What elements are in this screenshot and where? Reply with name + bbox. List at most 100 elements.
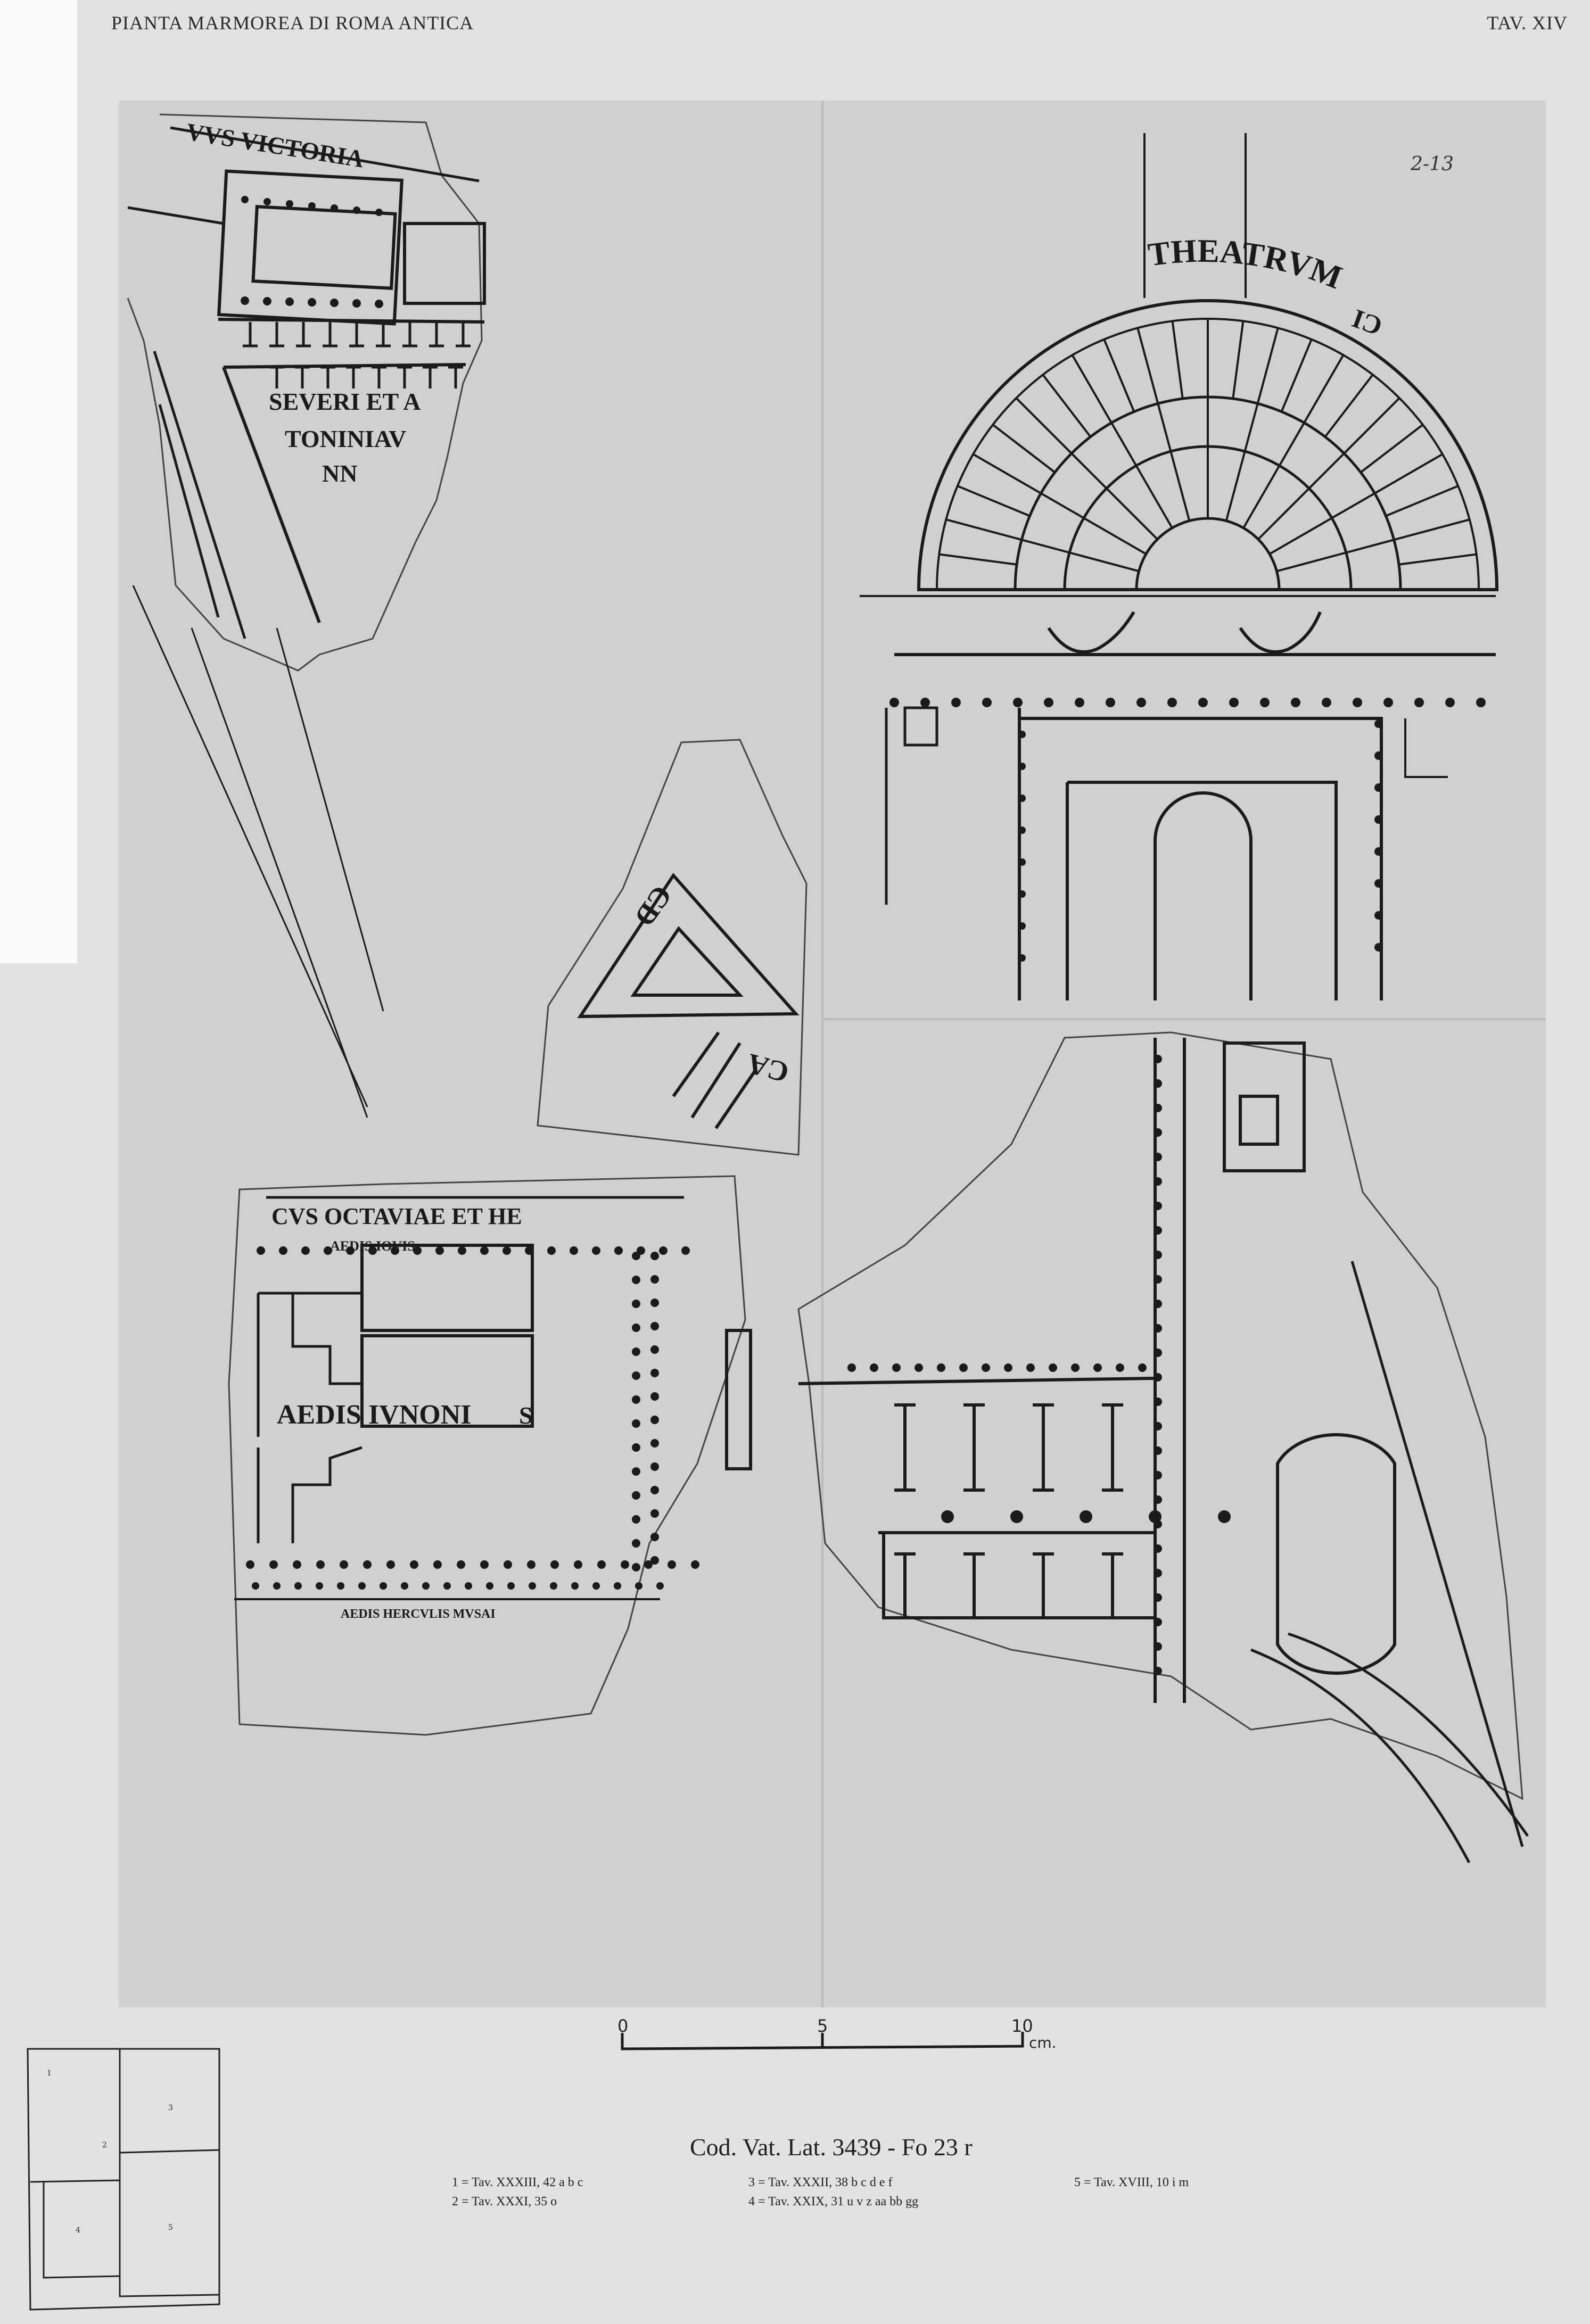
column-dot (847, 1363, 856, 1372)
fragment-temples: CVS OCTAVIAE ET HE AEDIS IOVIS AEDIS IVN… (228, 1175, 752, 1736)
column-dot (650, 1462, 659, 1471)
cavea-radial (1083, 517, 1147, 555)
column-dot (353, 206, 360, 214)
column-dot (1136, 698, 1146, 707)
cavea-radial (1071, 354, 1138, 467)
cavea-radial (939, 553, 1017, 566)
column-dot (614, 1246, 623, 1255)
column-dot (1260, 698, 1270, 707)
column-dot (1116, 1363, 1124, 1372)
shop-wall (323, 322, 337, 348)
page-margin (0, 0, 77, 963)
column-dot (308, 298, 316, 307)
column-dot (435, 1246, 444, 1255)
column-dot (592, 1246, 600, 1255)
cavea-radial (945, 518, 1070, 554)
shop-wall (423, 366, 438, 388)
column-dot (443, 1582, 451, 1590)
scale-tick-0: 0 (617, 2016, 628, 2036)
column-dot (1013, 698, 1023, 707)
column-dot (920, 698, 930, 707)
column-dot (293, 1560, 301, 1569)
column-dot (982, 1363, 990, 1372)
cavea-radial (1308, 397, 1400, 490)
column-dot (691, 1560, 699, 1569)
column-dot (337, 1582, 344, 1590)
column-dot (1154, 1300, 1162, 1308)
legend-item-3: 3 = Tav. XXXII, 38 b c d e f (748, 2176, 893, 2189)
cavea-radial (1103, 338, 1135, 412)
cavea-radial (1242, 465, 1281, 528)
column-dot (632, 1347, 640, 1356)
inscription-severi-1: SEVERI ET A (269, 388, 421, 415)
column-dot (1198, 698, 1208, 707)
cavea-radial (1346, 518, 1470, 554)
column-dot (1154, 1446, 1162, 1455)
room-wall (878, 1531, 1155, 1619)
column-dot (1154, 1226, 1162, 1235)
column-dot (915, 1363, 923, 1372)
column-dot (279, 1246, 287, 1255)
column-dot (889, 698, 899, 707)
inscription-s: S (519, 1402, 533, 1429)
column-dot (1093, 1363, 1102, 1372)
room-wall (894, 1403, 916, 1619)
column-dot (1154, 1569, 1162, 1577)
column-dot (285, 297, 294, 306)
column-dot (480, 1560, 489, 1569)
shop-wall (448, 366, 463, 388)
column-dot (1106, 698, 1115, 707)
column-dot (525, 1246, 533, 1255)
column-dot (632, 1395, 640, 1404)
column-dot (324, 1246, 332, 1255)
column-dot (1154, 1104, 1162, 1112)
column-dot (386, 1560, 395, 1569)
legend-item-2: 2 = Tav. XXXI, 35 o (452, 2195, 557, 2209)
column-dot (1154, 1397, 1162, 1406)
column-dot (656, 1582, 664, 1590)
cavea-radial (1324, 374, 1374, 438)
column-dot (681, 1246, 690, 1255)
key-label-3: 3 (168, 2104, 173, 2112)
column-dot (458, 1246, 466, 1255)
column-dot (1026, 1363, 1035, 1372)
cavea-radial (1015, 397, 1108, 490)
column-dot (650, 1322, 659, 1330)
column-dot (286, 200, 293, 208)
column-dot (368, 1246, 377, 1255)
column-dot (1229, 698, 1239, 707)
column-dot (433, 1560, 442, 1569)
column-dot (1004, 1363, 1012, 1372)
shop-wall (296, 322, 311, 348)
inscription-octaviae: CVS OCTAVIAE ET HE (271, 1203, 522, 1229)
running-title: PIANTA MARMOREA DI ROMA ANTICA (111, 12, 474, 34)
column-dot (375, 209, 383, 216)
column-dot (346, 1246, 355, 1255)
column-dot (331, 204, 338, 212)
column-dot (941, 1510, 954, 1523)
shop-wall (243, 322, 258, 348)
column-dot (1154, 1373, 1162, 1382)
shop-wall (397, 366, 412, 388)
shop-wall (372, 366, 386, 388)
cavea-radial (1135, 465, 1173, 528)
column-dot (632, 1371, 640, 1380)
cavea-radial (957, 485, 1031, 517)
column-dot (1154, 1079, 1162, 1088)
column-dot (316, 1582, 323, 1590)
column-dot (413, 1246, 422, 1255)
column-dot (959, 1363, 968, 1372)
column-dot (1383, 698, 1393, 707)
column-dot (547, 1246, 556, 1255)
column-dot (340, 1560, 348, 1569)
column-dot (1154, 1422, 1162, 1430)
column-dot (1167, 698, 1177, 707)
column-dot (632, 1252, 640, 1260)
drawing-sheet (119, 101, 1546, 2007)
key-label-4: 4 (76, 2226, 80, 2235)
cavea-radial (1171, 321, 1184, 399)
cavea-radial (1042, 374, 1092, 438)
cavea-radial (1280, 338, 1313, 412)
column-dot (632, 1300, 640, 1308)
